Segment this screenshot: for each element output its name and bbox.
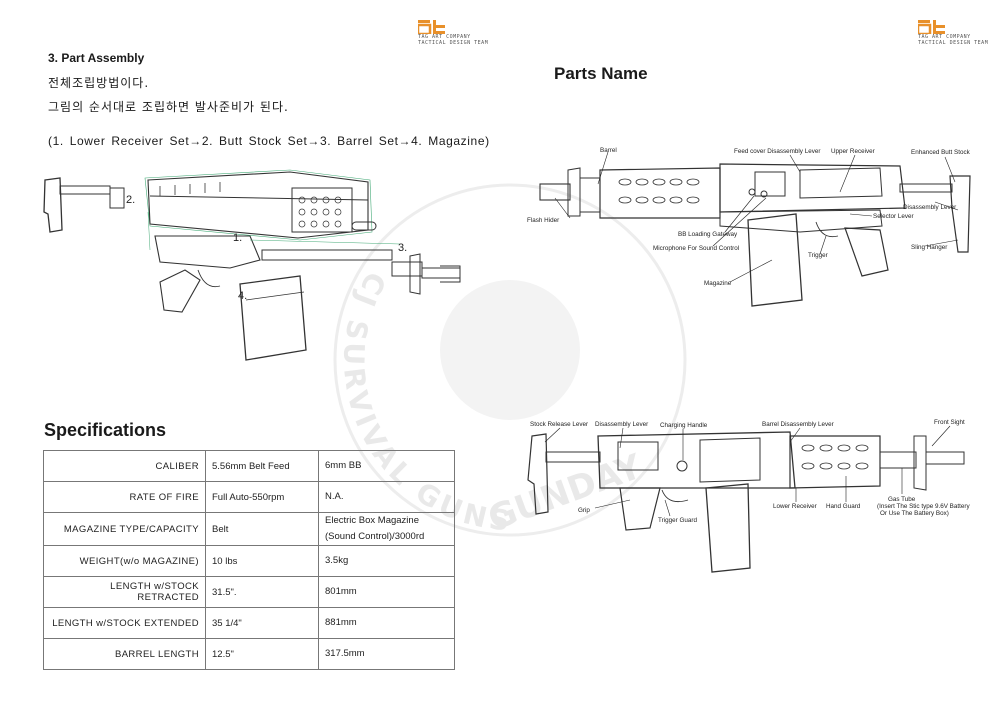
table-row: RATE OF FIRE Full Auto-550rpm N.A. (43, 481, 455, 513)
logo-mark-icon (918, 20, 945, 34)
callout-grip: Grip (578, 507, 590, 514)
callout-hand-guard: Hand Guard (826, 503, 861, 510)
spec-airsoft-value: 3.5kg (318, 545, 455, 577)
spec-airsoft-value: Electric Box Magazine (Sound Control)/30… (318, 512, 455, 546)
callout-upper-receiver: Upper Receiver (831, 148, 875, 155)
callout-gas-tube-note1: (Insert The Stic type 9.6V Battery (877, 503, 970, 510)
spec-real-value: 31.5". (205, 576, 319, 608)
callout-flash-hider: Flash Hider (527, 217, 560, 224)
specifications-title: Specifications (44, 420, 167, 440)
logo-line1: TAG ART COMPANY (418, 34, 471, 40)
logo-line1: TAG ART COMPANY (918, 34, 971, 40)
callout-barrel: Barrel (600, 147, 617, 154)
callout-trigger-guard: Trigger Guard (658, 517, 697, 524)
callout-stock-release-lever: Stock Release Lever (530, 421, 589, 428)
table-row: LENGTH w/STOCK EXTENDED 35 1/4" 881mm (43, 607, 455, 639)
logo-mark-icon (418, 20, 445, 34)
assembly-step-1: 1. (233, 232, 243, 244)
spec-label: LENGTH w/STOCK EXTENDED (43, 607, 206, 639)
callout-bb-loading-gateway: BB Loading Gateway (678, 231, 738, 238)
callout-sling-hanger: Sling Hanger (911, 244, 948, 251)
spec-airsoft-value: 801mm (318, 576, 455, 608)
logo-line2: TACTICAL DESIGN TEAM (918, 40, 989, 46)
parts-name-title: Parts Name (554, 64, 648, 83)
spec-real-value: Full Auto-550rpm (205, 481, 319, 513)
callout-charging-handle: Charging Handle (660, 422, 708, 429)
spec-label: WEIGHT(w/o MAGAZINE) (43, 545, 206, 577)
callout-enhanced-butt-stock: Enhanced Butt Stock (911, 149, 970, 156)
callout-disassembly-lever-top: Disassembly Lever (903, 204, 957, 211)
table-row: MAGAZINE TYPE/CAPACITY Belt Electric Box… (43, 512, 455, 546)
callout-disassembly-lever-bottom: Disassembly Lever (595, 421, 649, 428)
spec-label: BARREL LENGTH (43, 638, 206, 670)
specifications-table: CALIBER 5.56mm Belt Feed 6mm BB RATE OF … (43, 450, 455, 670)
assembly-line2: 그림의 순서대로 조립하면 발사준비가 된다. (48, 100, 289, 114)
table-row: BARREL LENGTH 12.5" 317.5mm (43, 638, 455, 670)
callout-microphone: Microphone For Sound Control (653, 245, 740, 252)
callout-front-sight: Front Sight (934, 419, 965, 426)
assembly-heading: 3. Part Assembly (48, 51, 145, 65)
spec-real-value: 12.5" (205, 638, 319, 670)
callout-lower-receiver: Lower Receiver (773, 503, 817, 510)
callout-gas-tube-note2: Or Use The Battery Box) (880, 510, 949, 517)
callout-selector-lever: Selector Lever (873, 213, 914, 220)
callout-barrel-disassembly-lever: Barrel Disassembly Lever (762, 421, 834, 428)
spec-label: RATE OF FIRE (43, 481, 206, 513)
assembly-line1: 전체조립방법이다. (48, 76, 150, 90)
spec-real-value: 5.56mm Belt Feed (205, 450, 319, 482)
spec-airsoft-value: 881mm (318, 607, 455, 639)
table-row: WEIGHT(w/o MAGAZINE) 10 lbs 3.5kg (43, 545, 455, 577)
spec-label: CALIBER (43, 450, 206, 482)
brand-logo-right: TAG ART COMPANY TACTICAL DESIGN TEAM (918, 20, 998, 46)
spec-label: MAGAZINE TYPE/CAPACITY (43, 512, 206, 546)
brand-logo-left: TAG ART COMPANY TACTICAL DESIGN TEAM (418, 20, 498, 46)
spec-real-value: 10 lbs (205, 545, 319, 577)
assembly-step-4: 4. (238, 290, 248, 302)
table-row: CALIBER 5.56mm Belt Feed 6mm BB (43, 450, 455, 482)
spec-real-value: 35 1/4" (205, 607, 319, 639)
spec-label: LENGTH w/STOCK RETRACTED (43, 576, 206, 608)
assembly-step-3: 3. (398, 242, 408, 254)
callout-trigger: Trigger (808, 252, 828, 259)
logo-line2: TACTICAL DESIGN TEAM (418, 40, 489, 46)
assembly-sequence: (1. Lower Receiver Set→2. Butt Stock Set… (48, 134, 490, 148)
spec-airsoft-value: N.A. (318, 481, 455, 513)
callout-magazine: Magazine (704, 280, 732, 287)
spec-real-value: Belt (205, 512, 319, 546)
callout-gas-tube: Gas Tube (888, 496, 916, 503)
table-row: LENGTH w/STOCK RETRACTED 31.5". 801mm (43, 576, 455, 608)
spec-airsoft-value: 317.5mm (318, 638, 455, 670)
spec-airsoft-value: 6mm BB (318, 450, 455, 482)
assembly-step-2: 2. (126, 194, 136, 206)
callout-feed-cover: Feed cover Disassembly Lever (734, 148, 821, 155)
